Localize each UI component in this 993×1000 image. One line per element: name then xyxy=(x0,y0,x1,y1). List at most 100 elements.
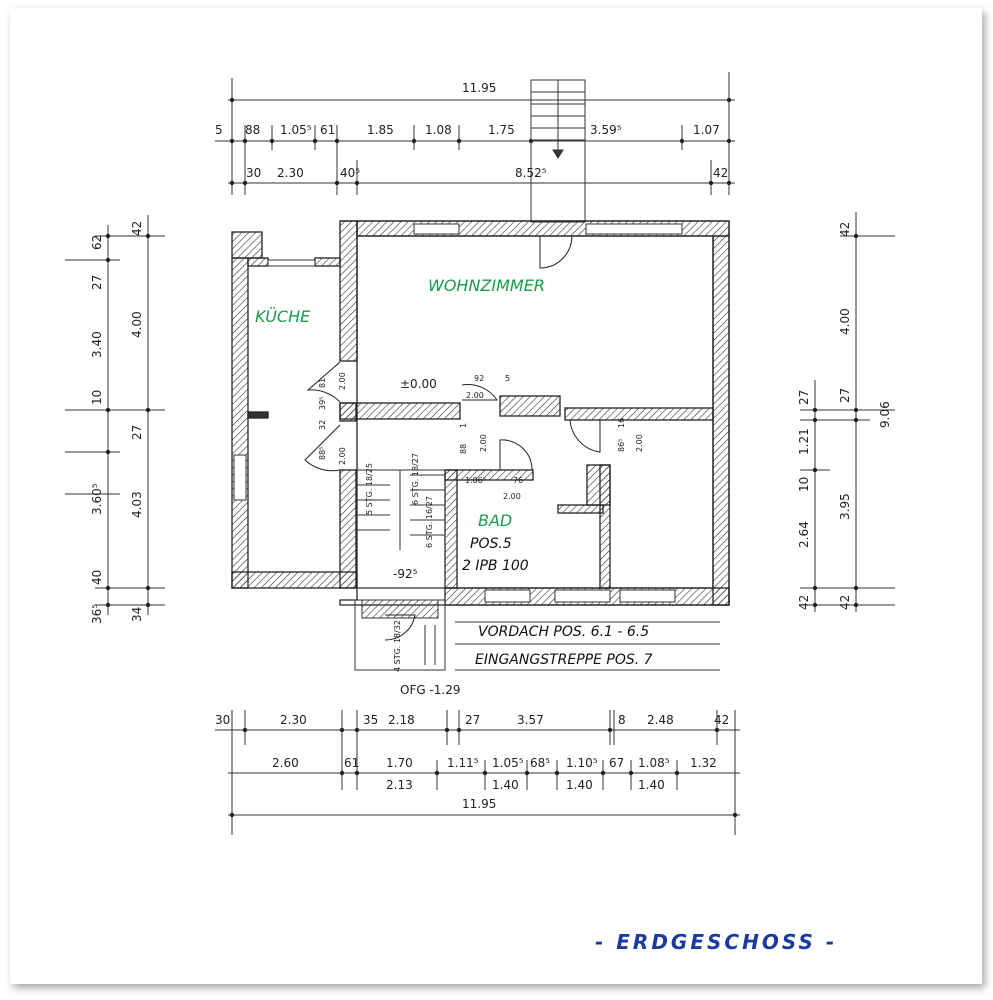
stair-label: 4 STG. 18/32 xyxy=(393,620,402,672)
bottom-dim-label: 1.40 xyxy=(566,778,593,792)
opening-label: 5 xyxy=(505,374,510,383)
left-dim-label: 42 xyxy=(130,221,144,236)
bottom-dim-label: 2.60 xyxy=(272,756,299,770)
right-dim-label: 27 xyxy=(797,390,811,405)
opening-label: 2.00 xyxy=(635,434,644,452)
bottom-dim-label: 1.05⁵ xyxy=(492,756,524,770)
opening-label: 2.00 xyxy=(338,447,347,465)
right-dim-label: 42 xyxy=(797,595,811,610)
opening-label: 92 xyxy=(474,374,484,383)
right-dim-label: 10 xyxy=(797,477,811,492)
top-dim-label: 1.08 xyxy=(425,123,452,137)
opening-label: 88 xyxy=(459,444,468,454)
bottom-dim-label: 2.13 xyxy=(386,778,413,792)
floor-title: - ERDGESCHOSS - xyxy=(595,930,837,954)
right-dim-label: 1.21 xyxy=(797,428,811,455)
bottom-dim-label: 27 xyxy=(465,713,480,727)
top-stair xyxy=(530,79,586,223)
bottom-dim-label: 42 xyxy=(714,713,729,727)
windows xyxy=(233,223,683,603)
opening-label: 88⁵ xyxy=(318,447,327,460)
stair-label: 6 STG. 16/27 xyxy=(425,496,434,548)
opening-label: 81 xyxy=(318,378,327,388)
right-dim-label: 42 xyxy=(838,595,852,610)
left-dim-label: 36⁵ xyxy=(90,604,104,624)
top-dim-label: 1.05⁵ xyxy=(280,123,312,137)
bottom-dim-label: 8 xyxy=(618,713,626,727)
bottom-dim-label: 2.48 xyxy=(647,713,674,727)
ofg-level: OFG -1.29 xyxy=(400,683,461,697)
bottom-dim-label: 61 xyxy=(344,756,359,770)
bottom-dim-label: 67 xyxy=(609,756,624,770)
room-label-kueche: KÜCHE xyxy=(255,307,311,326)
left-dim-label: 62 xyxy=(90,235,104,250)
bottom-dimension-lines xyxy=(215,710,740,835)
right-dim-label: 4.00 xyxy=(838,308,852,335)
plan-sheet xyxy=(10,8,982,984)
bad-beam-note: 2 IPB 100 xyxy=(462,558,529,574)
level-main: ±0.00 xyxy=(400,377,437,391)
stair-label: 6 STG. 18/27 xyxy=(411,453,420,505)
right-dim-label: 42 xyxy=(838,222,852,237)
right-overall-dim: 9.06 xyxy=(878,401,892,428)
right-dim-label: 3.95 xyxy=(838,493,852,520)
top-dimension-lines xyxy=(215,72,735,195)
bottom-dim-label: 1.08⁵ xyxy=(638,756,670,770)
bottom-dim-label: 3.57 xyxy=(517,713,544,727)
bottom-dim-label: 1.40 xyxy=(638,778,665,792)
opening-label: 2.00 xyxy=(503,492,521,501)
bottom-dim-label: 1.11⁵ xyxy=(447,756,479,770)
top-dim-label: 61 xyxy=(320,123,335,137)
hall-stairs xyxy=(356,469,446,589)
left-dim-label: 27 xyxy=(130,425,144,440)
entrance-canopy xyxy=(354,599,720,671)
room-label-bad: BAD xyxy=(478,511,512,530)
room-label-wohnzimmer: WOHNZIMMER xyxy=(428,276,545,295)
bad-pos-note: POS.5 xyxy=(470,536,512,552)
left-dim-label: 4.03 xyxy=(130,491,144,518)
stair-label: 5 STG. 18/25 xyxy=(365,463,374,515)
top-dim-label: 42 xyxy=(713,166,728,180)
left-dim-label: 40 xyxy=(90,570,104,585)
top-overall-dim: 11.95 xyxy=(462,81,496,95)
left-dim-label: 3.60⁵ xyxy=(90,483,104,515)
opening-label: 2.00 xyxy=(466,391,484,400)
top-dim-label: 3.59⁵ xyxy=(590,123,622,137)
top-dim-label: 2.30 xyxy=(277,166,304,180)
bottom-dim-label: 1.70 xyxy=(386,756,413,770)
bottom-dim-label: 1.32 xyxy=(690,756,717,770)
top-dim-label: 30 xyxy=(246,166,261,180)
level-entry: -92⁵ xyxy=(393,567,418,581)
opening-label: 2.00 xyxy=(338,372,347,390)
top-dim-label: 1.07 xyxy=(693,123,720,137)
opening-label: 1 xyxy=(459,423,468,428)
bottom-dim-label: 30 xyxy=(215,713,230,727)
left-dim-label: 10 xyxy=(90,390,104,405)
top-dim-label: 5 xyxy=(215,123,223,137)
vordach-note: VORDACH POS. 6.1 - 6.5 xyxy=(478,624,649,640)
eingangstreppe-note: EINGANGSTREPPE POS. 7 xyxy=(475,652,653,668)
bottom-dim-label: 1.40 xyxy=(492,778,519,792)
top-dim-label: 1.75 xyxy=(488,123,515,137)
top-dim-label: 1.85 xyxy=(367,123,394,137)
left-dim-label: 3.40 xyxy=(90,331,104,358)
left-dim-label: 27 xyxy=(90,275,104,290)
top-dim-label: 88 xyxy=(245,123,260,137)
bottom-overall-dim: 11.95 xyxy=(462,797,496,811)
left-dim-label: 34 xyxy=(130,607,144,622)
doors xyxy=(304,235,601,641)
left-dimension-lines xyxy=(65,215,165,615)
opening-label: 39⁵ xyxy=(318,397,327,410)
bottom-dim-label: 68⁵ xyxy=(530,756,550,770)
top-dim-label: 40⁵ xyxy=(340,166,360,180)
opening-label: 16 xyxy=(617,418,626,428)
opening-label: 2.00 xyxy=(479,434,488,452)
right-dim-label: 27 xyxy=(838,388,852,403)
opening-label: 86⁵ xyxy=(617,439,626,452)
opening-label: 32 xyxy=(318,420,327,430)
left-dim-label: 4.00 xyxy=(130,311,144,338)
opening-label: 1.06⁵ xyxy=(465,476,486,485)
bottom-dim-label: 2.30 xyxy=(280,713,307,727)
right-dim-label: 2.64 xyxy=(797,521,811,548)
